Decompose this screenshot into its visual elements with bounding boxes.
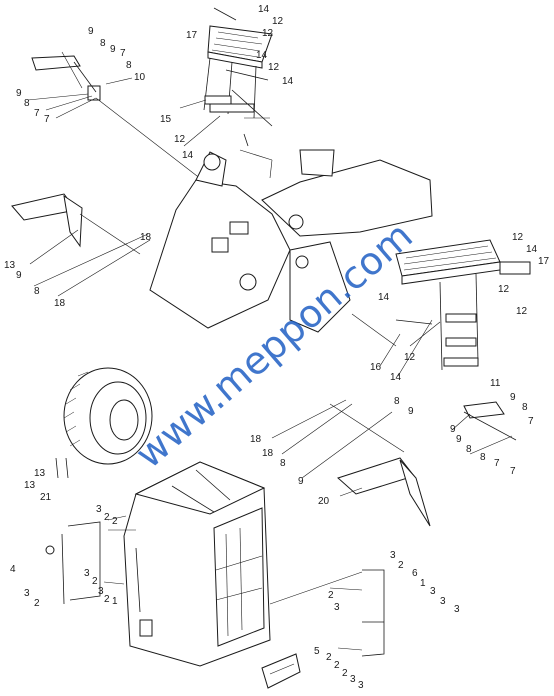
callout: 14 [182,150,194,161]
callout: 14 [256,50,268,61]
callout: 12 [268,62,280,73]
left-handrail [45,521,136,605]
callout: 12 [498,284,510,295]
right-step-ladder [351,239,531,371]
floor-mat [261,653,301,689]
callout: 16 [370,362,382,373]
callout: 8 [522,402,528,413]
callout: 2 [104,594,110,605]
callout: 13 [24,480,36,491]
callout: 18 [54,298,66,309]
callout: 5 [314,646,320,657]
top-step-ladder [203,7,273,147]
callout: 8 [394,396,400,407]
callout: 9 [298,476,304,487]
callout: 3 [430,586,436,597]
callout: 7 [120,48,126,59]
callout: 12 [272,16,284,27]
callout: 3 [390,550,396,561]
left-fender [11,193,141,255]
callout: 8 [126,60,132,71]
callout: 13 [34,468,46,479]
callout: 11 [490,378,501,389]
right-handrail [269,569,385,657]
callout: 1 [420,578,426,589]
callout: 18 [262,448,274,459]
right-fender [329,403,431,527]
callout: 13 [4,260,16,271]
callout: 14 [390,372,402,383]
callout: 15 [160,114,172,125]
callout: 10 [134,72,146,83]
callout: 4 [10,564,16,575]
callout: 12 [512,232,524,243]
callout: 8 [466,444,472,455]
callout: 3 [98,586,104,597]
callout: 2 [326,652,332,663]
callout: 21 [40,492,52,503]
callout: 8 [280,458,286,469]
callout: 9 [510,392,516,403]
callout: 14 [258,4,270,15]
callout: 12 [174,134,186,145]
callout: 9 [450,424,456,435]
right-small-plate [463,401,517,441]
callout: 2 [398,560,404,571]
callout: 8 [24,98,30,109]
cab [123,461,271,667]
callout: 1 [112,596,118,607]
callout: 2 [328,590,334,601]
callout: 14 [378,292,390,303]
callout: 9 [16,88,22,99]
callout: 7 [44,114,50,125]
callout: 2 [92,576,98,587]
callout: 3 [84,568,90,579]
callout: 9 [110,44,116,55]
callout: 7 [510,466,516,477]
callout: 3 [358,680,364,691]
callout: 9 [456,434,462,445]
callout: 14 [282,76,294,87]
callout: 2 [112,516,118,527]
callout: 2 [104,512,110,523]
callout: 7 [528,416,534,427]
callout: 12 [516,306,528,317]
callout: 7 [34,108,40,119]
callout: 14 [526,244,538,255]
callout: 18 [140,232,152,243]
callout: 9 [408,406,414,417]
wheel [55,367,153,479]
callout: 9 [16,270,22,281]
callout: 3 [350,674,356,685]
callout: 2 [342,668,348,679]
callout: 9 [88,26,94,37]
callout: 12 [404,352,416,363]
leader-lines [27,51,513,651]
callout: 8 [480,452,486,463]
callout-labels: 17 14 12 12 14 12 14 15 12 14 9 8 9 7 8 … [4,4,550,691]
callout: 8 [100,38,106,49]
callout: 12 [262,28,274,39]
callout: 3 [24,588,30,599]
main-frame [149,149,433,333]
callout: 7 [494,458,500,469]
callout: 3 [454,604,460,615]
callout: 3 [96,504,102,515]
callout: 3 [334,602,340,613]
callout: 2 [34,598,40,609]
callout: 20 [318,496,330,507]
callout: 2 [334,660,340,671]
callout: 3 [440,596,446,607]
callout: 6 [412,568,418,579]
callout: 18 [250,434,262,445]
callout: 17 [538,256,550,267]
callout: 17 [186,30,198,41]
left-upper-plate [31,55,211,187]
callout: 8 [34,286,40,297]
